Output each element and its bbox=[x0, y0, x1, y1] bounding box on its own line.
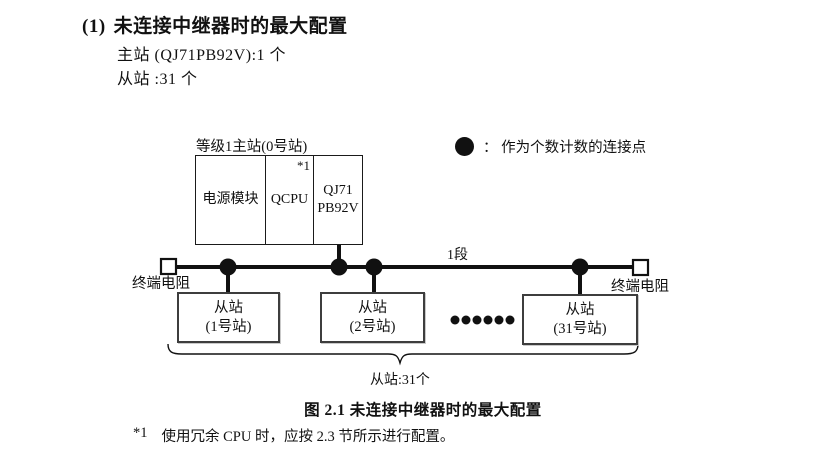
slave31-line2: (31号站) bbox=[553, 320, 607, 337]
legend-text: ： 作为个数计数的连接点 bbox=[483, 140, 647, 156]
connection-point-legend-icon bbox=[455, 137, 474, 156]
section-heading: (1) 未连接中继器时的最大配置 bbox=[82, 11, 348, 38]
slave1-line1: 从站 bbox=[214, 299, 243, 316]
legend: ： 作为个数计数的连接点 bbox=[455, 136, 646, 157]
terminator-right-icon bbox=[631, 258, 650, 277]
ellipsis-dots bbox=[450, 315, 515, 325]
master-count-line: 主站 (QJ71PB92V):1 个 bbox=[117, 47, 287, 64]
connection-point-icon bbox=[219, 258, 237, 276]
master-station-label: 等级1主站(0号站) bbox=[196, 139, 308, 155]
slave-count-line: 从站 :31 个 bbox=[117, 71, 198, 88]
qj71pb92v-cell: QJ71 PB92V bbox=[314, 156, 362, 244]
slave2-line2: (2号站) bbox=[349, 318, 396, 335]
slave-station-31-box: 从站 (31号站) bbox=[522, 294, 638, 345]
figure-caption: 图 2.1 未连接中继器时的最大配置 bbox=[304, 402, 542, 419]
slave-station-2-box: 从站 (2号站) bbox=[320, 292, 425, 343]
power-module-cell: 电源模块 bbox=[196, 156, 266, 244]
slave-station-1-box: 从站 (1号站) bbox=[177, 292, 280, 343]
pb92v-line2: PB92V bbox=[317, 201, 359, 216]
segment-label: 1段 bbox=[447, 248, 468, 263]
terminator-left-label: 终端电阻 bbox=[132, 276, 190, 292]
footnote-marker: *1 bbox=[133, 425, 148, 441]
section-title: 未连接中继器时的最大配置 bbox=[113, 16, 348, 37]
connection-point-icon bbox=[571, 258, 589, 276]
qcpu-cell: *1 QCPU bbox=[266, 156, 314, 244]
footnote: *1 使用冗余 CPU 时，应按 2.3 节所示进行配置。 bbox=[133, 425, 454, 446]
qcpu-footnote-ref: *1 bbox=[297, 158, 310, 173]
master-station-box: 电源模块 *1 QCPU QJ71 PB92V bbox=[195, 155, 363, 245]
slaves-total-label: 从站:31个 bbox=[370, 373, 430, 388]
slave31-line1: 从站 bbox=[565, 301, 595, 318]
section-number: (1) bbox=[82, 16, 106, 37]
qcpu-label: QCPU bbox=[270, 191, 309, 207]
slave1-line2: (1号站) bbox=[205, 318, 252, 335]
connection-point-icon bbox=[365, 258, 383, 276]
slave2-line1: 从站 bbox=[358, 299, 387, 316]
terminator-right-label: 终端电阻 bbox=[611, 279, 669, 295]
slaves-brace bbox=[167, 343, 639, 366]
connection-point-icon bbox=[330, 258, 348, 276]
footnote-text: 使用冗余 CPU 时，应按 2.3 节所示进行配置。 bbox=[161, 429, 455, 445]
pb92v-line1: QJ71 bbox=[323, 182, 353, 198]
